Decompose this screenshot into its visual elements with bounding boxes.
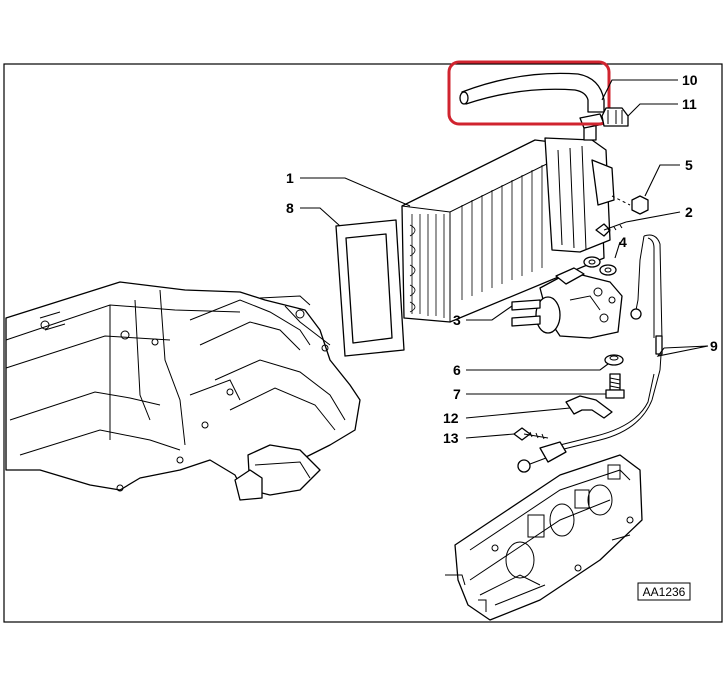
callout-12: 12 (443, 410, 459, 426)
part-9-cable (517, 234, 663, 473)
callout-7: 7 (453, 386, 461, 402)
part-8-seal-frame (335, 219, 405, 357)
part-11-cap (601, 107, 629, 127)
callout-labels: 1 2 3 4 5 6 7 8 9 10 11 12 13 (286, 72, 718, 446)
part-10-highlight-box (447, 60, 611, 126)
hvac-housing (5, 281, 361, 501)
reference-code-box (637, 582, 691, 601)
part-3-control-valve (511, 267, 623, 339)
callout-11: 11 (682, 96, 697, 112)
callout-10: 10 (682, 72, 698, 88)
callout-4: 4 (619, 234, 627, 250)
part-6-bush (604, 354, 624, 366)
part-5-nut (611, 195, 649, 215)
callout-9: 9 (710, 338, 718, 354)
callout-13: 13 (443, 430, 459, 446)
part-1-heater-core (401, 113, 615, 323)
part-13-screw (513, 427, 549, 441)
callout-6: 6 (453, 362, 461, 378)
callout-3: 3 (453, 312, 461, 328)
part-12-clip (565, 395, 613, 419)
part-7-bolt (605, 373, 625, 399)
diagram-frame (3, 63, 723, 623)
leader-lines (300, 79, 709, 439)
part-10-hose (459, 72, 605, 113)
part-4-washers (583, 256, 617, 276)
callout-2: 2 (685, 204, 693, 220)
control-panel (445, 454, 643, 621)
part-2-screw (595, 221, 627, 237)
callout-5: 5 (685, 157, 693, 173)
reference-code: AA1236 (643, 585, 686, 599)
callout-8: 8 (286, 200, 294, 216)
callout-1: 1 (286, 170, 294, 186)
